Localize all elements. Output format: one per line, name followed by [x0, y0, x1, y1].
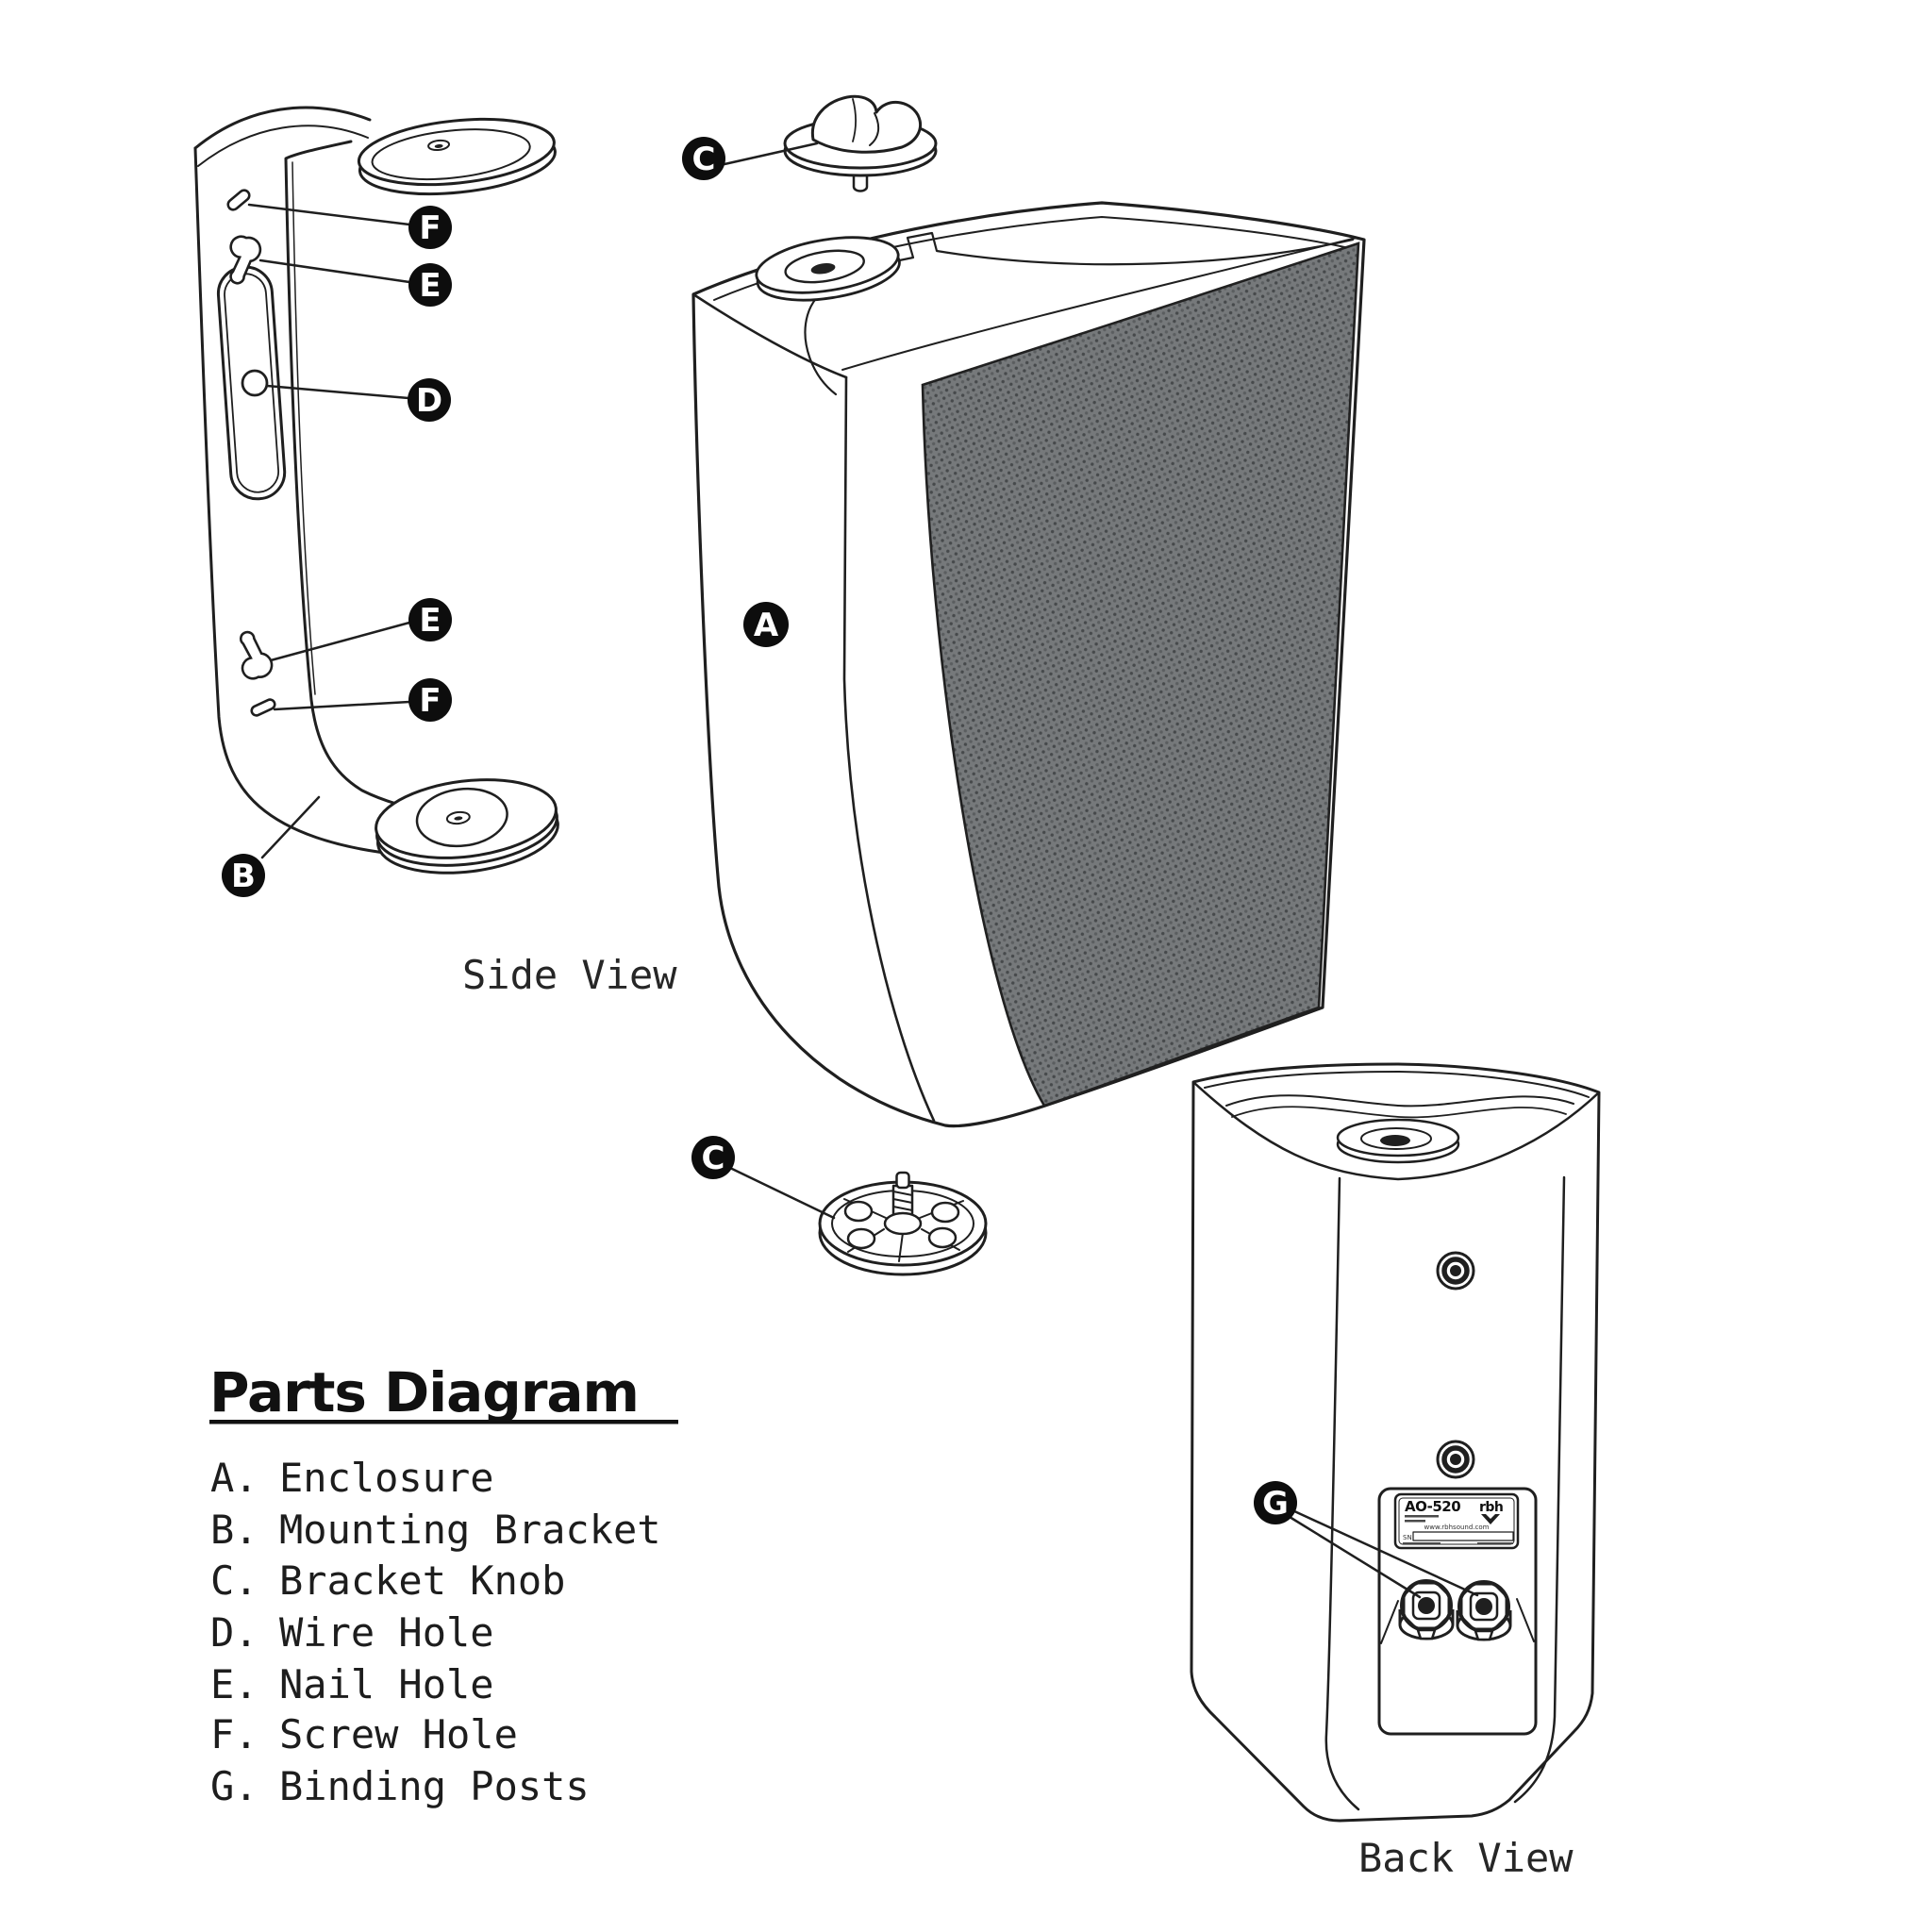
parts-list-title: Parts Diagram — [209, 1360, 639, 1424]
callout-f-bottom: F — [408, 678, 452, 722]
back-face-left-edge — [1324, 1176, 1360, 1811]
label-fine-print-bar — [1477, 1542, 1513, 1544]
back-top-mount — [1336, 1118, 1460, 1164]
leader-e-top — [258, 258, 411, 284]
leader-b — [260, 795, 321, 859]
back-view-caption: Back View — [1358, 1835, 1574, 1881]
back-top-face-edge — [1191, 1080, 1601, 1181]
part-key: E. — [210, 1661, 258, 1707]
part-label: Enclosure — [279, 1455, 494, 1501]
back-face-right-edge — [1513, 1175, 1566, 1804]
wire-hole — [241, 369, 269, 397]
bracket-top-edge — [193, 106, 372, 150]
front-corner-edge — [842, 375, 936, 1123]
label-fine-print-bar — [1403, 1542, 1441, 1544]
leader-e-bottom — [269, 621, 411, 662]
label-fine-print-bar — [1405, 1515, 1439, 1518]
part-label: Binding Posts — [279, 1763, 590, 1809]
top-front-chamfer-line — [841, 237, 1357, 371]
callout-g: G — [1254, 1481, 1297, 1524]
top-left-edge — [691, 292, 848, 379]
speaker-back-view: AO-520 rbh www.rbhsound.com SN G — [1190, 1062, 1601, 1823]
svg-text:C: C — [702, 1140, 725, 1177]
part-key: A. — [210, 1455, 258, 1501]
svg-text:F: F — [419, 209, 441, 247]
threaded-insert-upper — [1438, 1253, 1474, 1289]
parts-list-row: D. Wire Hole — [210, 1609, 494, 1656]
back-top-recess-line-1 — [1225, 1094, 1574, 1108]
bracket-inner-hem-line — [291, 161, 316, 695]
leader-c-top — [723, 142, 819, 166]
bracket-inner-edge — [284, 140, 398, 806]
part-label: Wire Hole — [279, 1609, 494, 1656]
callout-d: D — [408, 378, 451, 422]
part-label: Mounting Bracket — [279, 1507, 661, 1553]
serial-prefix: SN — [1403, 1534, 1412, 1541]
label-website: www.rbhsound.com — [1424, 1524, 1490, 1531]
threaded-insert-lower — [1438, 1441, 1474, 1477]
part-label: Bracket Knob — [279, 1557, 565, 1604]
bracket-knob-bottom — [818, 1171, 988, 1276]
svg-text:D: D — [416, 382, 442, 420]
back-top-recess-line-2 — [1231, 1106, 1567, 1119]
part-key: G. — [210, 1763, 258, 1809]
model-label-plate: AO-520 rbh www.rbhsound.com SN — [1393, 1492, 1520, 1550]
serial-number-box — [1412, 1531, 1514, 1541]
leader-f-bottom — [273, 700, 411, 711]
callout-c-bottom: C — [691, 1136, 735, 1179]
bracket-knob-top — [783, 94, 938, 192]
svg-text:E: E — [419, 602, 441, 640]
bracket-top-band-line — [197, 125, 369, 167]
parts-list-row: C. Bracket Knob — [210, 1557, 565, 1604]
back-top-bevel — [1204, 1071, 1590, 1098]
speaker-enclosure: C C A — [682, 94, 1366, 1276]
screw-hole-top — [226, 189, 251, 211]
top-recess-line — [804, 231, 1355, 396]
leader-f-top — [247, 203, 411, 226]
svg-text:B: B — [231, 858, 256, 895]
part-label: Screw Hole — [279, 1711, 518, 1757]
heading-underline — [209, 1420, 678, 1424]
nail-hole-bottom — [231, 629, 279, 684]
callout-a: A — [743, 602, 789, 647]
bracket-left-edge — [193, 146, 403, 857]
part-label: Nail Hole — [279, 1661, 494, 1707]
model-number: AO-520 — [1405, 1498, 1460, 1515]
part-key: F. — [210, 1711, 258, 1757]
enclosure-top-mount — [755, 236, 901, 302]
leader-d — [265, 384, 410, 400]
parts-list-row: B. Mounting Bracket — [210, 1507, 661, 1553]
label-fine-print-bar — [1405, 1520, 1425, 1523]
svg-text:G: G — [1262, 1485, 1289, 1523]
callout-e-top: E — [408, 263, 452, 307]
callout-b: B — [222, 854, 265, 897]
parts-list: Parts Diagram A. Enclosure B. Mounting B… — [209, 1360, 678, 1809]
callout-f-top: F — [408, 206, 452, 249]
parts-list-row: E. Nail Hole — [210, 1661, 494, 1707]
svg-text:A: A — [754, 607, 779, 644]
svg-text:E: E — [419, 267, 441, 305]
leader-g — [1288, 1508, 1479, 1599]
screw-hole-bottom — [250, 698, 276, 717]
part-key: D. — [210, 1609, 258, 1656]
parts-list-row: G. Binding Posts — [210, 1763, 590, 1809]
side-view-caption: Side View — [462, 952, 677, 998]
parts-list-row: F. Screw Hole — [210, 1711, 518, 1757]
part-key: B. — [210, 1507, 258, 1553]
terminal-recess-lines — [1380, 1598, 1535, 1644]
mounting-bracket-side-view: F E D E F B — [193, 106, 559, 897]
bracket-bottom-pad — [375, 778, 559, 874]
bracket-top-pad — [357, 117, 557, 196]
brand-logo-text: rbh — [1479, 1500, 1503, 1515]
speaker-grille — [921, 242, 1360, 1108]
callout-e-bottom: E — [408, 598, 452, 641]
svg-text:F: F — [419, 682, 441, 720]
leader-c-bottom — [730, 1167, 836, 1220]
part-key: C. — [210, 1557, 258, 1604]
svg-text:C: C — [692, 141, 716, 178]
callout-c-top: C — [682, 137, 725, 180]
brand-wing-icon — [1481, 1514, 1500, 1524]
parts-list-row: A. Enclosure — [210, 1455, 494, 1501]
